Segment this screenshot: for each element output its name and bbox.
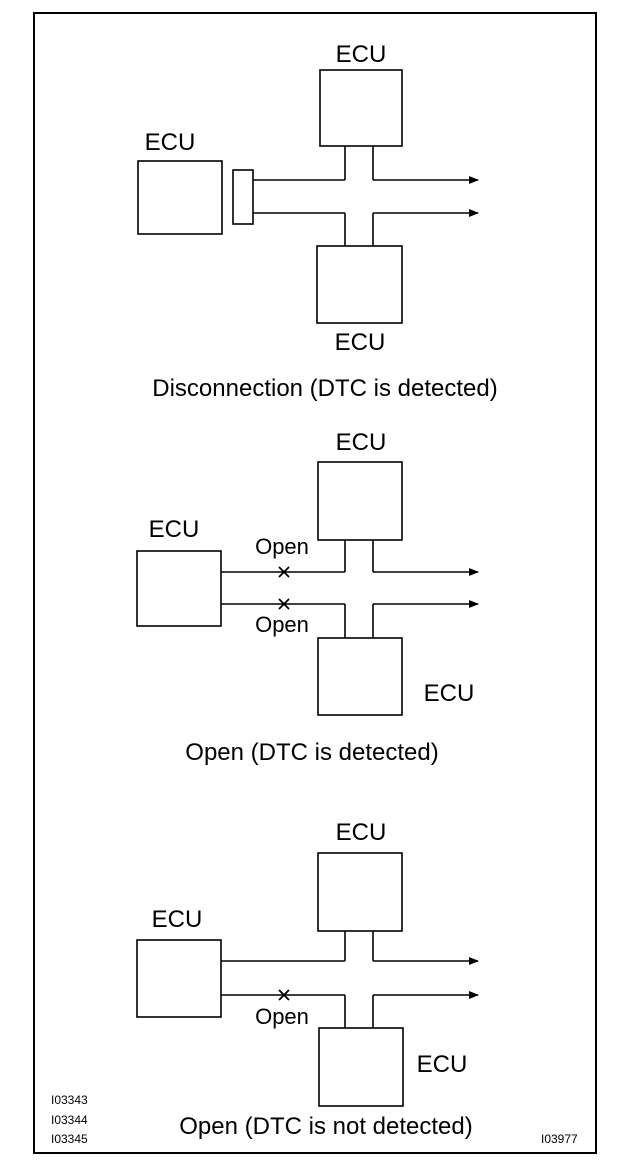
ecu-label-bottom: ECU — [335, 329, 386, 356]
open-label-lower: Open — [255, 1004, 309, 1029]
diagram-disconnection — [137, 69, 479, 324]
ecu-label-bottom: ECU — [424, 680, 475, 707]
ecu-box-bottom — [317, 637, 403, 716]
ecu-label-left: ECU — [152, 906, 203, 933]
caption-disconnection: Disconnection (DTC is detected) — [152, 375, 497, 402]
ecu-box-left — [136, 550, 222, 627]
ecu-label-bottom: ECU — [417, 1051, 468, 1078]
diagram-open-not-detected — [136, 852, 479, 1107]
ecu-box-top — [317, 852, 403, 932]
figure-code-2: I03344 — [51, 1113, 88, 1127]
ecu-box-bottom — [318, 1027, 404, 1107]
caption-open-detected: Open (DTC is detected) — [185, 739, 438, 766]
ecu-label-top: ECU — [336, 41, 387, 68]
ecu-label-top: ECU — [336, 819, 387, 846]
open-mark-lower — [278, 598, 290, 610]
open-mark-lower — [278, 989, 290, 1001]
connector — [232, 169, 254, 225]
ecu-label-left: ECU — [145, 129, 196, 156]
ecu-box-top — [317, 461, 403, 541]
diagram-open-detected — [136, 461, 479, 716]
figure-code-1: I03343 — [51, 1093, 88, 1107]
ecu-label-left: ECU — [149, 516, 200, 543]
figure-code-right: I03977 — [541, 1132, 578, 1146]
open-label-lower: Open — [255, 612, 309, 637]
ecu-box-top — [319, 69, 403, 147]
open-mark-upper — [278, 566, 290, 578]
diagram-frame — [33, 12, 597, 1154]
figure-code-3: I03345 — [51, 1132, 88, 1146]
ecu-box-bottom — [316, 245, 403, 324]
ecu-box-left — [137, 160, 223, 235]
ecu-box-left — [136, 939, 222, 1018]
ecu-label-top: ECU — [336, 429, 387, 456]
open-label-upper: Open — [255, 534, 309, 559]
caption-open-not-detected: Open (DTC is not detected) — [179, 1113, 472, 1140]
